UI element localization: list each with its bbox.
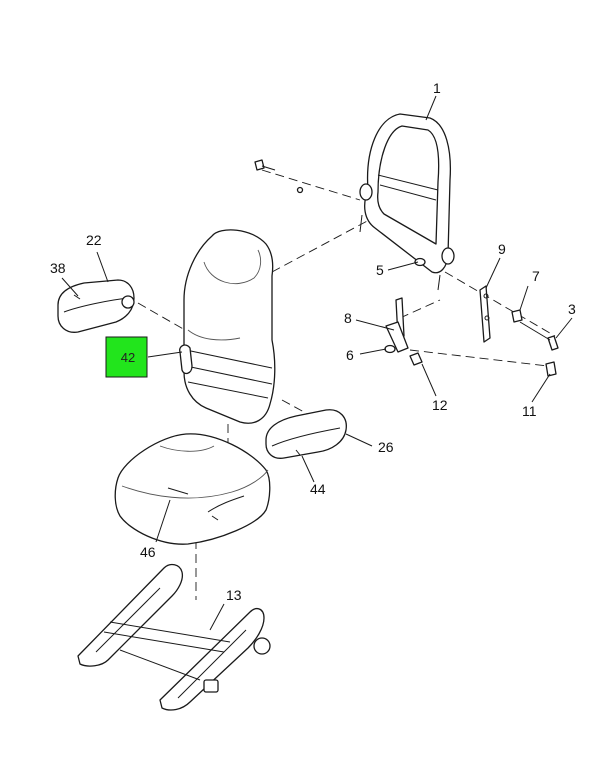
callout-9[interactable]: 9 [498, 241, 506, 257]
callout-38[interactable]: 38 [50, 260, 66, 276]
callouts: 1 5 9 7 3 8 6 12 11 22 38 26 44 46 13 [50, 80, 576, 603]
callout-12[interactable]: 12 [432, 397, 448, 413]
bolt-upper [254, 159, 304, 194]
callout-22[interactable]: 22 [86, 232, 102, 248]
bracket-part-8 [385, 297, 409, 353]
callout-44[interactable]: 44 [310, 481, 326, 497]
callout-8[interactable]: 8 [344, 310, 352, 326]
callout-26[interactable]: 26 [378, 439, 394, 455]
bolt-part-3 [519, 321, 559, 351]
callout-6[interactable]: 6 [346, 347, 354, 363]
left-armrest [57, 279, 135, 333]
seat-cushion [114, 433, 271, 545]
callout-13[interactable]: 13 [226, 587, 242, 603]
bracket-part-9 [479, 285, 491, 343]
washer-part-6 [384, 344, 396, 354]
bolt-part-12 [409, 352, 423, 366]
seat-base-frame [77, 563, 271, 711]
callout-1[interactable]: 1 [433, 80, 441, 96]
callout-11[interactable]: 11 [522, 403, 537, 419]
highlighted-callout-42[interactable]: 42 [105, 336, 148, 378]
highlight-box[interactable] [105, 336, 148, 378]
washer-part-5 [414, 257, 426, 267]
callout-5[interactable]: 5 [376, 262, 384, 278]
leader-lines [61, 95, 573, 631]
callout-46[interactable]: 46 [140, 544, 156, 560]
bolt-part-7 [511, 309, 523, 323]
callout-7[interactable]: 7 [532, 268, 540, 284]
right-armrest [265, 409, 347, 459]
bolt-part-11 [545, 361, 557, 377]
highlight-label[interactable]: 42 [121, 350, 135, 365]
seat-back-frame [359, 113, 455, 291]
seat-back-cushion [179, 229, 276, 424]
callout-3[interactable]: 3 [568, 301, 576, 317]
